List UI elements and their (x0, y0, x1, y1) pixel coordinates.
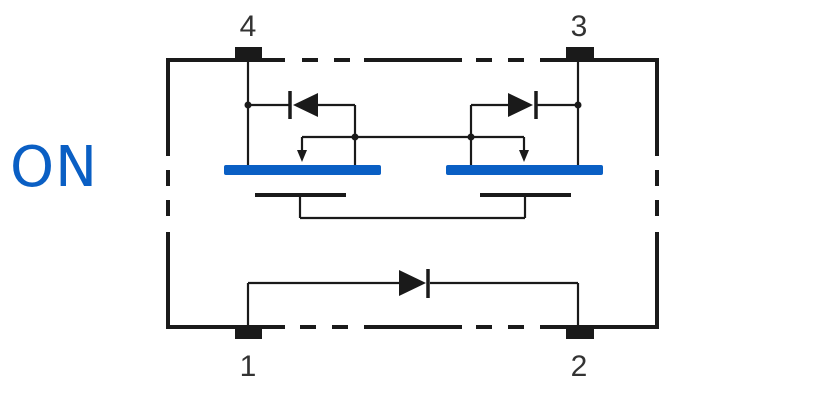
pin-2-label: 2 (571, 350, 588, 383)
right-body-diode-icon (508, 91, 538, 119)
right-mosfet-wiring (469, 60, 580, 218)
pin-3-pad (566, 47, 594, 60)
pin-1-label: 1 (240, 350, 257, 383)
right-channel-bar (446, 165, 603, 175)
right-substrate-arrow-icon (519, 150, 529, 162)
bottom-diode-wiring (246, 281, 580, 327)
state-label-on: ON (10, 135, 98, 200)
pin-2-pad (566, 327, 594, 339)
left-channel-bar (224, 165, 381, 175)
pin-4-pad (235, 47, 262, 60)
left-substrate-arrow-icon (297, 150, 307, 162)
pin-1-pad (235, 327, 262, 339)
junction-dots (244, 101, 582, 141)
pin-3-label: 3 (571, 10, 588, 43)
pin-4-label: 4 (240, 10, 257, 43)
left-body-diode-icon (288, 91, 318, 119)
bottom-diode-icon (399, 269, 430, 298)
